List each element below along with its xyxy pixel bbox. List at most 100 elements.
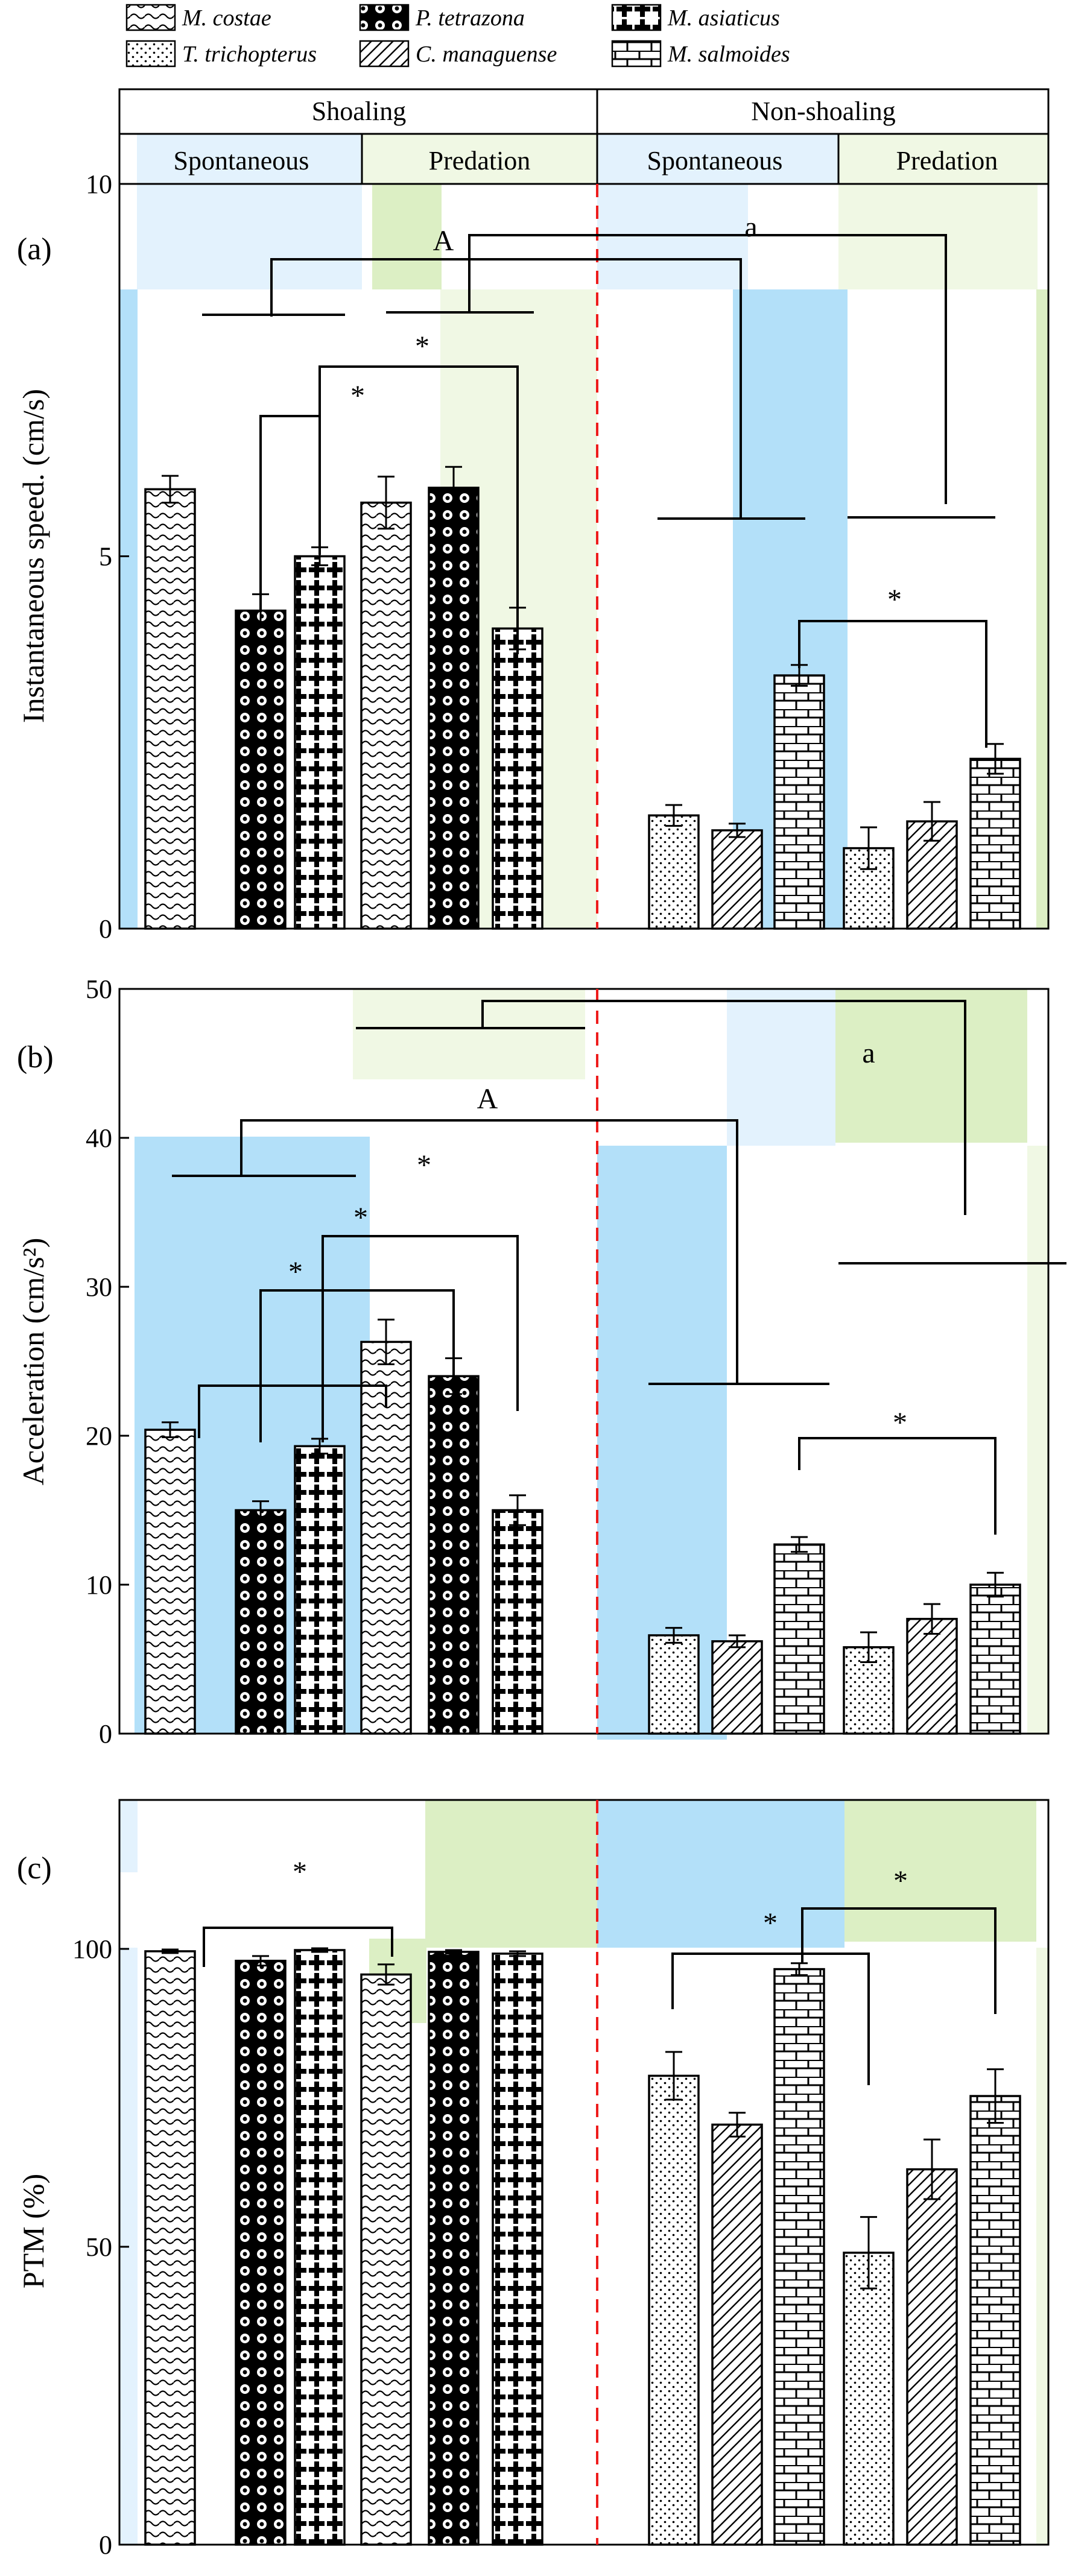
- panel-b-ylabel: Acceleration (cm/s²): [16, 1238, 50, 1486]
- ytick-label-1-4: 40: [86, 1123, 112, 1153]
- header-non-shoaling: Non-shoaling: [751, 96, 896, 126]
- sig-b-a-bracket: [481, 1000, 966, 1215]
- bar-1-0: [144, 1428, 196, 1735]
- sig-b-salmoides: [798, 1437, 997, 1535]
- ann-c-star-3: *: [893, 1865, 908, 1897]
- ytick-label-1-2: 20: [86, 1421, 112, 1451]
- panel-c-frame: [118, 1799, 1050, 2546]
- legend-label-cross: M. asiaticus: [667, 5, 780, 31]
- sig-a-shoaling-to-nonshoaling-A: [270, 258, 742, 519]
- bar-0-4: [428, 487, 480, 930]
- sig-a-tetrazona-vs-asiaticus: [318, 365, 519, 654]
- ann-a-star-3: *: [887, 584, 902, 616]
- ytick-label-2-0: 0: [99, 2530, 112, 2560]
- sig-a-costae-vs-asiaticus: [259, 415, 321, 612]
- panel-a-label: (a): [17, 232, 52, 267]
- bar-0-11: [969, 757, 1021, 930]
- bar-0-7: [711, 829, 763, 930]
- condition-header: Shoaling Non-shoaling Spontaneous Predat…: [118, 88, 1050, 185]
- bar-2-1: [235, 1960, 287, 2546]
- sig-b-tetrazona-vs-tetrazonaP: [259, 1289, 455, 1442]
- header-nonshoaling-spontaneous: Spontaneous: [647, 146, 783, 175]
- bar-2-6: [648, 2074, 700, 2546]
- header-nonshoaling-predation: Predation: [896, 146, 998, 175]
- sig-c-costae: [203, 1927, 393, 1967]
- bar-2-5: [492, 1953, 543, 2546]
- bar-2-2: [294, 1949, 346, 2546]
- sig-c-salmoides: [801, 1907, 997, 2014]
- header-bg-nonshoaling-predation: [838, 134, 1048, 184]
- panel-c-ylabel: PTM (%): [16, 2174, 50, 2288]
- ann-b-a: a: [862, 1037, 875, 1069]
- bar-1-6: [648, 1634, 700, 1735]
- bg-b-6: [1027, 1146, 1048, 1734]
- ann-a-a: a: [744, 211, 757, 243]
- panel-b-frame: [118, 988, 1050, 1735]
- panel-b-bars: [144, 1318, 1021, 1735]
- bar-0-6: [648, 814, 700, 930]
- legend-label-wave: M. costae: [182, 5, 271, 31]
- bar-2-8: [773, 1968, 825, 2546]
- bar-1-8: [773, 1543, 825, 1735]
- bg-a-5: [119, 289, 138, 929]
- bg-b-3: [835, 989, 1027, 1143]
- bar-1-1: [235, 1509, 287, 1735]
- ytick-label-1-5: 50: [86, 974, 112, 1004]
- bg-a-2: [372, 184, 442, 289]
- legend-swatch-diag: [359, 40, 410, 68]
- legend-label-diag: C. managuense: [416, 42, 557, 67]
- ann-a-star-1: *: [415, 330, 429, 362]
- bg-a-1: [137, 184, 362, 289]
- sig-a-salmoides: [798, 620, 987, 748]
- sig-a-a-bracket: [468, 234, 947, 504]
- bg-a-4: [838, 184, 1038, 289]
- panel-b-y-axis: 0 10 20 30 40 50: [86, 974, 129, 1749]
- ytick-label-1-1: 10: [86, 1570, 112, 1600]
- panel-c-bars: [144, 1947, 1021, 2546]
- sig-b-A-bracket: [240, 1119, 738, 1384]
- bg-c-1: [119, 1800, 138, 1872]
- bar-1-7: [711, 1640, 763, 1735]
- legend-swatch-ring: [359, 4, 410, 31]
- header-shoaling-spontaneous: Spontaneous: [174, 146, 309, 175]
- panel-c-background: [119, 1800, 1048, 2545]
- bar-0-0: [144, 488, 196, 930]
- bar-0-5: [492, 627, 543, 930]
- bar-2-9: [843, 2252, 895, 2546]
- legend-swatch-wave: [125, 4, 176, 31]
- panel-c-significance: [203, 1907, 997, 2085]
- ytick-label-0-2: 10: [86, 169, 112, 199]
- panel-b-label: (b): [17, 1040, 54, 1075]
- bar-1-10: [906, 1618, 958, 1735]
- bar-2-7: [711, 2123, 763, 2546]
- legend-label-brick: M. salmoides: [667, 42, 790, 67]
- ytick-label-0-0: 0: [99, 914, 112, 944]
- bar-2-3: [360, 1973, 412, 2546]
- bg-c-6: [1036, 1948, 1048, 2545]
- ytick-label-2-2: 100: [72, 1934, 112, 1964]
- bar-1-2: [294, 1445, 346, 1735]
- header-bg-nonshoaling-spontaneous: [597, 134, 838, 184]
- ytick-label-1-0: 0: [99, 1719, 112, 1749]
- ytick-label-1-3: 30: [86, 1272, 112, 1302]
- bar-1-4: [428, 1375, 480, 1735]
- panel-a-bars: [144, 466, 1021, 930]
- bar-0-2: [294, 555, 346, 930]
- sig-b-asiaticus-vs-asiaticusP: [322, 1235, 519, 1442]
- panel-c-label: (c): [17, 1851, 52, 1886]
- ann-a-star-2: *: [350, 380, 365, 412]
- legend-swatch-dots: [125, 40, 176, 68]
- bar-1-11: [969, 1583, 1021, 1735]
- bar-0-1: [235, 609, 287, 930]
- bar-0-3: [360, 501, 412, 930]
- bg-b-1: [353, 989, 585, 1079]
- ann-b-star-4: *: [893, 1407, 907, 1439]
- ann-b-star-2: *: [353, 1202, 368, 1234]
- ytick-label-2-1: 50: [86, 2232, 112, 2262]
- ann-b-star-3: *: [288, 1256, 303, 1288]
- bg-c-2: [425, 1800, 597, 1948]
- ann-a-A: A: [433, 225, 454, 257]
